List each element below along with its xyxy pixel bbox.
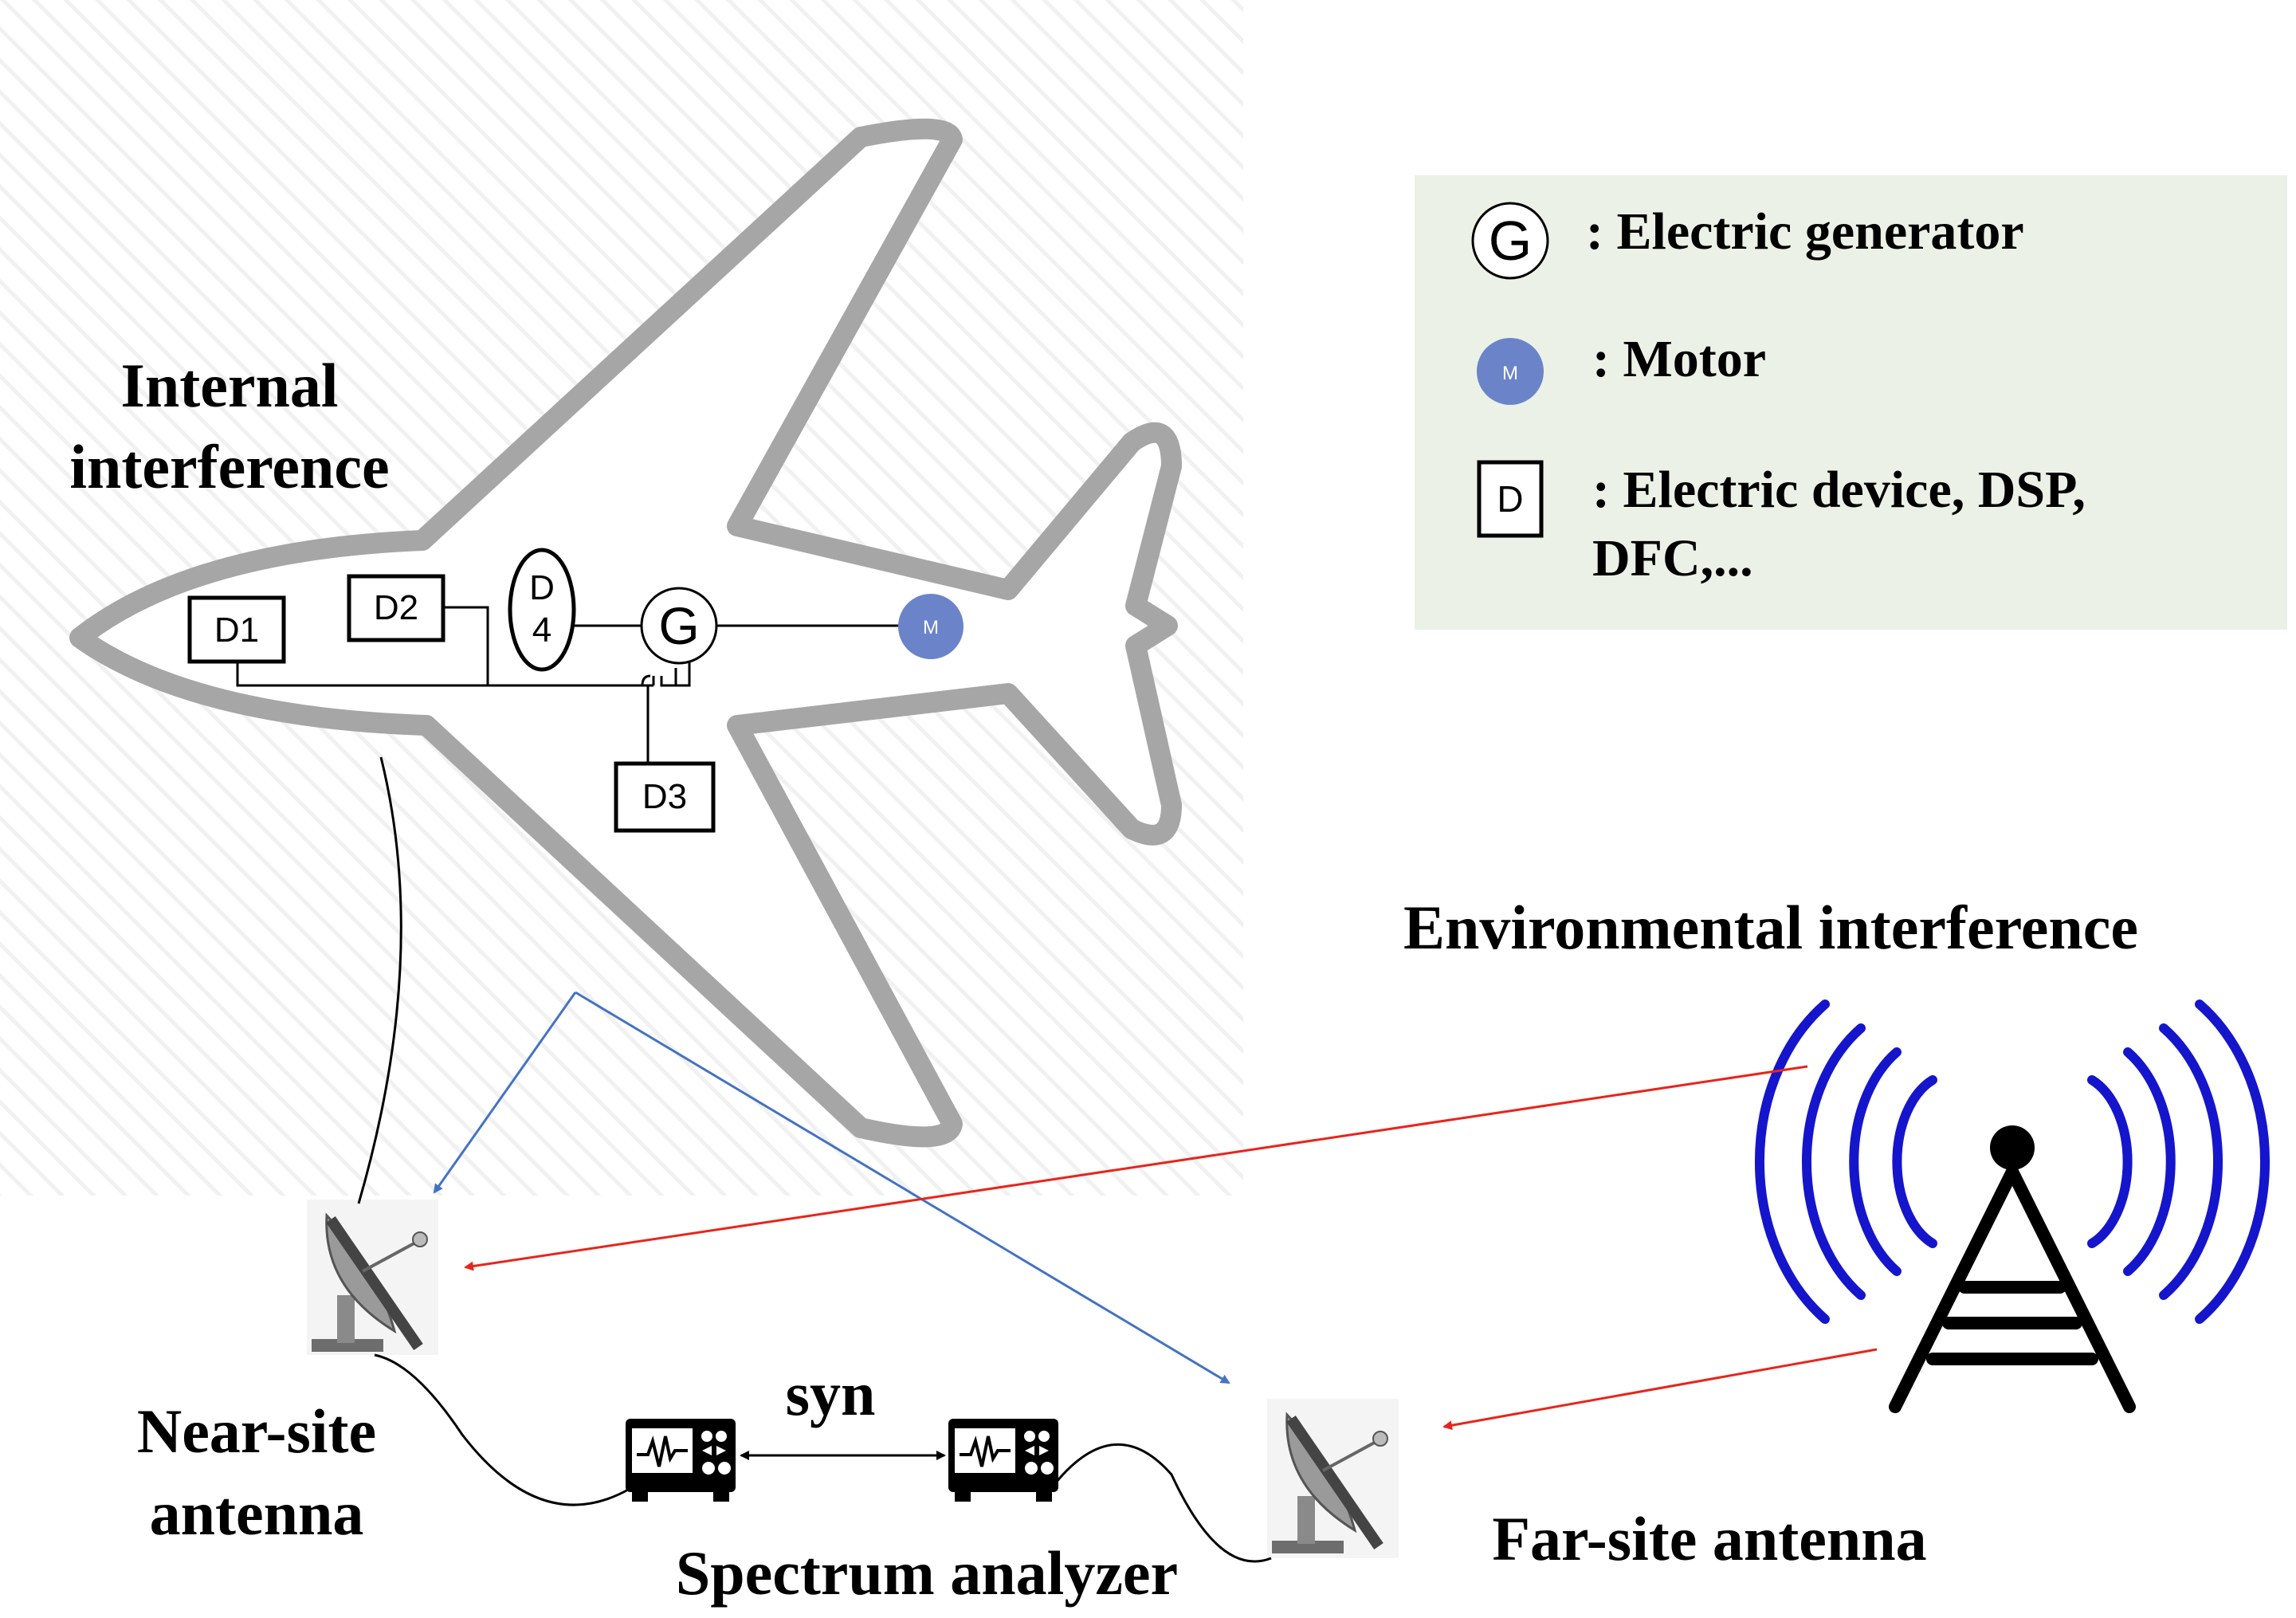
spectrum-analyzer-right-icon bbox=[948, 1419, 1058, 1502]
device-d2-label: D2 bbox=[374, 588, 418, 627]
far-site-antenna-icon bbox=[1267, 1399, 1399, 1558]
near-antenna-to-analyzer-cable bbox=[374, 1353, 630, 1506]
device-d4-label-top: D bbox=[529, 568, 555, 607]
analyzer-to-far-antenna-cable bbox=[1054, 1443, 1272, 1563]
red-arrow-to-near bbox=[464, 1065, 1808, 1271]
legend-generator-letter: G bbox=[1489, 210, 1532, 272]
motor: M bbox=[898, 594, 964, 659]
blue-arrow-to-near bbox=[433, 992, 577, 1194]
legend-generator-text: : Electric generator bbox=[1586, 202, 2024, 261]
legend-generator-symbol: G bbox=[1471, 202, 1549, 280]
internal-wiring bbox=[236, 606, 901, 764]
legend-device-text-1: : Electric device, DSP, bbox=[1592, 461, 2086, 519]
legend-motor-text: : Motor bbox=[1592, 330, 1766, 388]
device-d1-label: D1 bbox=[214, 611, 259, 650]
near-site-label-1: Near-site bbox=[137, 1396, 376, 1466]
airplane-outline bbox=[69, 118, 1182, 1148]
internal-interference-label-2: interference bbox=[69, 432, 389, 501]
spectrum-analyzer-left-icon bbox=[626, 1419, 736, 1502]
blue-arrow-to-far bbox=[575, 991, 1230, 1384]
device-d1: D1 bbox=[187, 595, 286, 664]
near-site-label-2: antenna bbox=[150, 1479, 364, 1548]
red-arrow-to-far bbox=[1442, 1348, 1878, 1431]
device-d3-label: D3 bbox=[642, 777, 687, 816]
internal-interference-label-1: Internal bbox=[121, 351, 339, 420]
spectrum-analyzer-label: Spectrum analyzer bbox=[676, 1538, 1178, 1608]
motor-label: M bbox=[923, 617, 939, 638]
device-d3: D3 bbox=[614, 761, 716, 833]
device-d2: D2 bbox=[347, 574, 445, 642]
device-d4-label-bottom: 4 bbox=[532, 611, 551, 650]
plane-to-near-antenna-cable bbox=[357, 756, 402, 1204]
radio-waves bbox=[1754, 999, 2270, 1324]
generator-label: G bbox=[658, 596, 699, 655]
legend-device-letter: D bbox=[1497, 478, 1523, 520]
far-site-label: Far-site antenna bbox=[1492, 1504, 1926, 1573]
legend-device-symbol: D bbox=[1477, 460, 1544, 538]
legend-device-text-2: DFC,... bbox=[1592, 529, 1753, 587]
device-d4: D 4 bbox=[508, 548, 576, 672]
generator: G bbox=[640, 587, 718, 665]
legend-box bbox=[1415, 175, 2287, 630]
radio-tower-icon bbox=[1754, 999, 2270, 1413]
legend-motor-letter: M bbox=[1502, 363, 1518, 384]
legend: G : Electric generator M : Motor D : Ele… bbox=[1415, 175, 2287, 630]
near-site-antenna-icon bbox=[307, 1200, 438, 1355]
environmental-interference-label: Environmental interference bbox=[1403, 893, 2138, 962]
syn-label: syn bbox=[786, 1359, 876, 1428]
legend-motor-symbol: M bbox=[1477, 338, 1544, 405]
